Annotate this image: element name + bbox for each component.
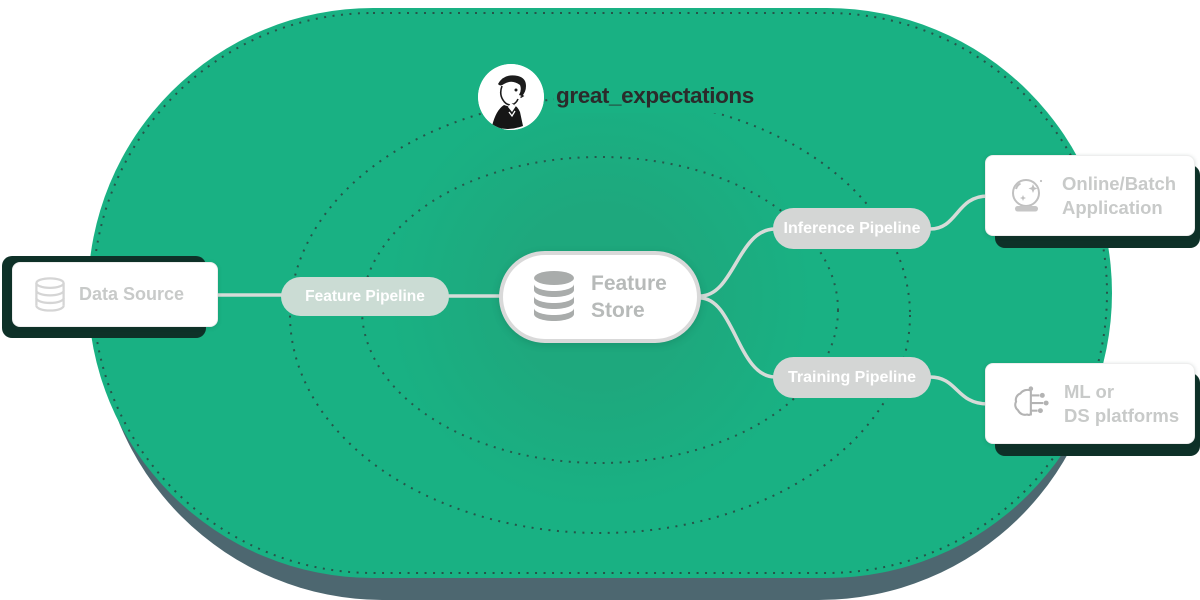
database-outline-icon [35,276,65,312]
dashed-ring-outer [92,12,1108,574]
great-expectations-logo: great_expectations [478,64,760,130]
connector-store-training [698,296,777,379]
node-feature-store: Feature Store [499,251,701,343]
ml-ds-label-line2: DS platforms [1064,404,1180,426]
database-solid-icon [534,271,574,321]
connector-store-inference [698,227,777,298]
dashed-ring-middle [289,96,911,534]
node-inference-pipeline: Inference Pipeline [773,208,931,249]
online-batch-label: Online/Batch Application [1062,172,1176,219]
node-data-source: Data Source [12,262,218,327]
crystal-ball-icon [1012,178,1043,211]
feature-store-label: Feature Store [591,270,667,325]
feature-store-label-line2: Store [591,299,645,322]
online-batch-label-line1: Online/Batch [1062,172,1177,194]
logo-circle [478,64,544,130]
data-source-label: Data Source [79,284,185,304]
node-online-batch-application: Online/Batch Application [985,155,1195,236]
feature-store-label-line1: Feature [591,271,667,295]
logo-wordmark: great_expectations [554,81,760,113]
node-feature-pipeline: Feature Pipeline [281,277,449,316]
connector-training-mlds [928,375,990,406]
pip-face-logo-icon [478,64,544,130]
node-ml-ds-platforms: ML or DS platforms [985,363,1195,444]
node-training-pipeline: Training Pipeline [773,357,931,398]
ml-ds-label-line1: ML or [1064,380,1115,402]
ml-platform-icon [1014,385,1049,416]
feature-pipeline-label: Feature Pipeline [305,287,425,305]
online-batch-label-line2: Application [1062,196,1163,218]
ml-ds-label: ML or DS platforms [1064,380,1179,427]
inference-pipeline-label: Inference Pipeline [783,219,921,237]
connector-inference-onlinebatch [928,194,990,231]
training-pipeline-label: Training Pipeline [787,368,917,386]
